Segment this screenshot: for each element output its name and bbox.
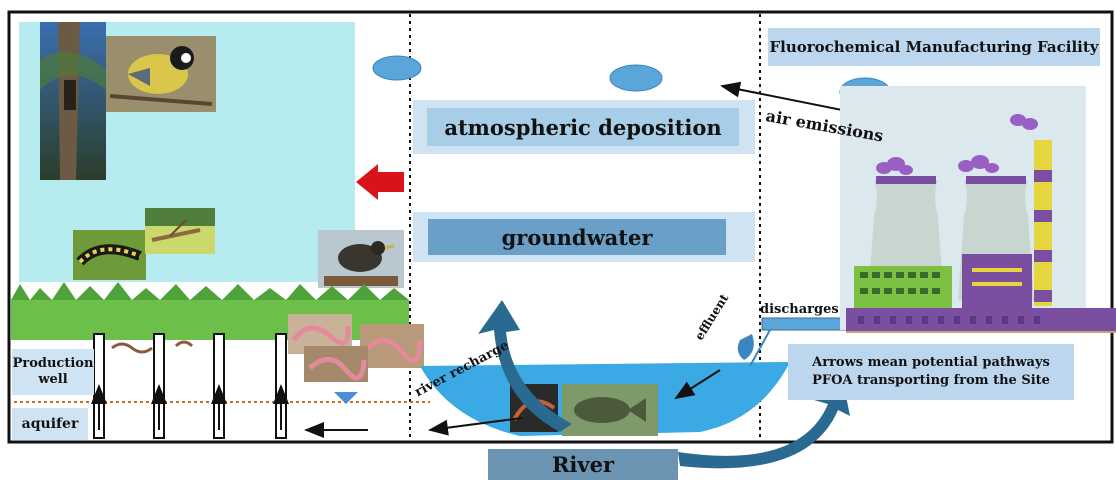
production-well-line-2: well: [38, 372, 68, 387]
river-label: River: [488, 449, 678, 480]
well-arrows: [91, 384, 289, 430]
pathways-note: Arrows mean potential pathways PFOA tran…: [788, 344, 1074, 400]
upward-curved-arrow: [478, 300, 572, 432]
discharge-pipe: [761, 317, 849, 331]
fish-photo: [562, 384, 658, 436]
caterpillar-photo: [73, 230, 146, 280]
factory-icon: [840, 86, 1116, 333]
aquifer-label: aquifer: [12, 408, 88, 440]
effluent-arrow: [674, 369, 721, 400]
facility-label: Fluorochemical Manufacturing Facility: [768, 28, 1100, 66]
earthworm-photo: [288, 314, 424, 382]
tree-photo: [40, 22, 106, 180]
red-arrow-icon: [356, 164, 404, 200]
starling-photo: [318, 230, 404, 288]
production-well-line-1: Production: [12, 356, 94, 371]
grasshopper-photo: [145, 208, 215, 254]
discharge-line: [749, 329, 771, 367]
river-recharge-arrow: [428, 417, 523, 436]
groundwater-label: groundwater: [428, 219, 726, 255]
atmospheric-deposition-label: atmospheric deposition: [427, 108, 739, 146]
water-table-marker: [334, 392, 358, 404]
cloud-icon: [372, 55, 891, 107]
pathways-line-2: PFOA transporting from the Site: [812, 373, 1050, 388]
discharges-label: discharges: [760, 302, 839, 317]
pathways-line-1: Arrows mean potential pathways: [812, 355, 1050, 370]
production-wells: [93, 333, 287, 439]
effluent-drop: [737, 334, 754, 360]
production-well-label: Production well: [12, 349, 94, 395]
soil-worms: [111, 340, 194, 354]
outer-border: [7, 10, 1114, 444]
tit-bird-photo: [106, 36, 216, 112]
